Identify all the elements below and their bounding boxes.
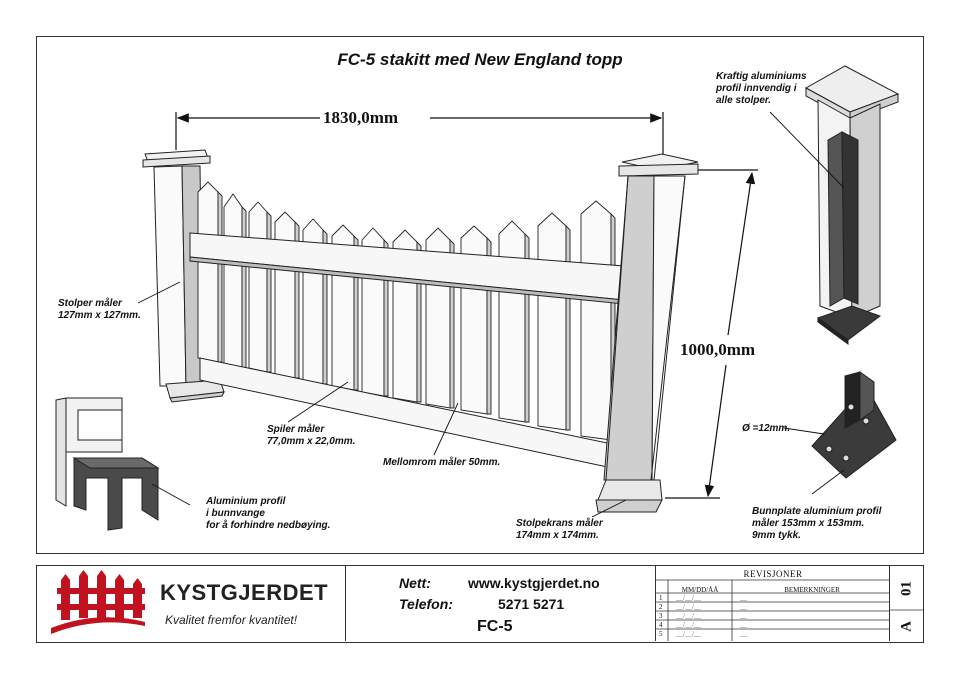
phone-value: 5271 5271 [498, 596, 565, 612]
revisions-title: REVISJONER [743, 569, 803, 579]
revisions-grid [656, 579, 890, 641]
web-label: Nett: [399, 575, 431, 591]
revisions-table: REVISJONER MM/DD/ÅÅ BEMERKNINGER 1__/__/… [655, 566, 890, 641]
width-dimension [175, 112, 664, 160]
right-post [595, 153, 699, 513]
drawing-number: FC-5 [477, 618, 513, 635]
aluminium-profile-detail [55, 397, 160, 531]
sheet-divider [890, 609, 924, 611]
top-rail [189, 232, 625, 305]
revision-date-header: MM/DD/ÅÅ [681, 586, 719, 594]
leader-lines [137, 111, 845, 518]
revision-row: 1__/__/____ [659, 594, 747, 602]
sheet-number: 01 [898, 581, 915, 596]
revision-remarks-header: BEMERKNINGER [784, 586, 840, 594]
revision-row: 5__/__/____ [659, 630, 747, 638]
revision-row: 2__/__/____ [659, 603, 747, 611]
height-dimension-label: 1000,0mm [680, 340, 756, 359]
brand-name: KYSTGJERDET [160, 580, 329, 605]
gap-label: Mellomrom måler 50mm. [383, 457, 501, 468]
title-block: KYSTGJERDET Kvalitet fremfor kvantitet! … [36, 565, 924, 643]
contact-info: Nett: www.kystgjerdet.no Telefon: 5271 5… [345, 566, 655, 641]
drawing-frame [36, 36, 924, 554]
width-dimension-label: 1830,0mm [323, 108, 399, 127]
revision-row: 4__/__/____ [659, 621, 747, 629]
fence-logo-icon [51, 570, 145, 634]
height-dimension [665, 169, 758, 499]
base-plate-detail [811, 371, 897, 479]
sheet-info: 01 A [889, 566, 924, 641]
drawing-title: FC-5 stakitt med New England topp [337, 50, 623, 69]
hole-diameter-label: Ø =12mm. [742, 423, 791, 434]
revision-row: 3__/__/____ [659, 612, 747, 620]
sheet-size: A [898, 621, 915, 632]
post-cutaway-detail [804, 65, 900, 345]
brand-slogan: Kvalitet fremfor kvantitet! [165, 613, 298, 627]
phone-label: Telefon: [399, 596, 453, 612]
company-logo-area: KYSTGJERDET Kvalitet fremfor kvantitet! [37, 566, 346, 641]
left-post [142, 149, 225, 403]
web-value: www.kystgjerdet.no [468, 575, 600, 591]
